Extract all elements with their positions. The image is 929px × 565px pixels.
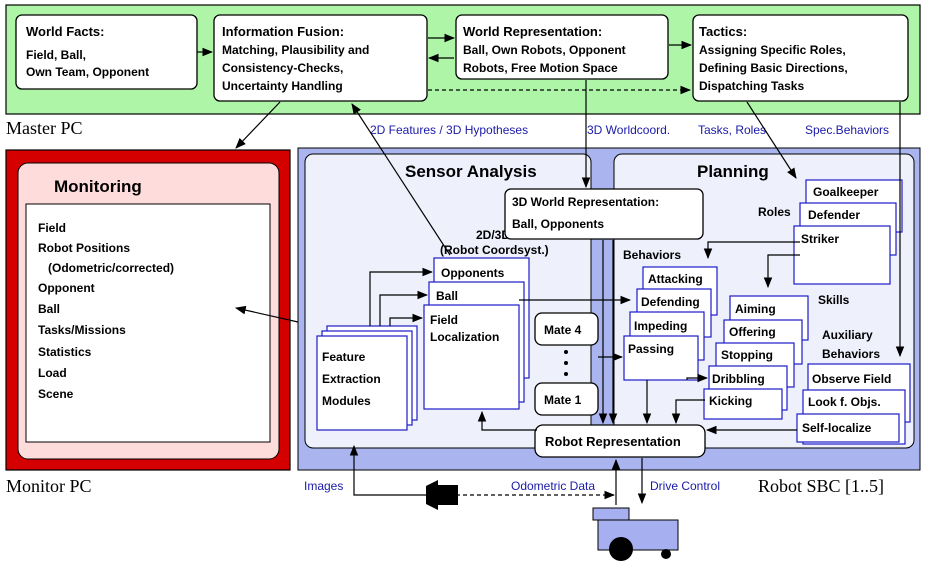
edge-label-features: 2D Features / 3D Hypotheses — [370, 123, 528, 137]
world-representation-box: World Representation: Ball, Own Robots, … — [455, 14, 669, 80]
role-goalkeeper: Goalkeeper — [813, 185, 879, 199]
tactics-line-3: Dispatching Tasks — [699, 79, 804, 93]
mate1-label: Mate 1 — [544, 393, 582, 407]
skill-kicking: Kicking — [709, 394, 752, 408]
information-fusion-title: Information Fusion: — [222, 24, 344, 39]
skill-dribbling: Dribbling — [712, 372, 765, 386]
monitoring-item: Ball — [38, 302, 60, 316]
opponents-label: Opponents — [441, 266, 505, 280]
edge-label-drive: Drive Control — [650, 479, 720, 493]
camera-icon — [426, 480, 458, 510]
skill-aiming: Aiming — [735, 302, 776, 316]
aux-label-1: Auxiliary — [822, 328, 873, 342]
robot-representation-label: Robot Representation — [545, 434, 681, 449]
monitoring-item: Field — [38, 221, 66, 235]
monitoring-list: Field Robot Positions (Odometric/correct… — [38, 221, 174, 401]
monitoring-item: (Odometric/corrected) — [48, 261, 174, 275]
robot-sbc-label: Robot SBC [1..5] — [758, 476, 884, 496]
monitoring-item: Statistics — [38, 345, 92, 359]
edge-label-odometric: Odometric Data — [511, 479, 595, 493]
feature-label-1: Feature — [322, 350, 366, 364]
edge-label-tasks-roles: Tasks, Roles — [698, 123, 766, 137]
field-label-2: Localization — [430, 330, 499, 344]
aux-observe-field: Observe Field — [812, 372, 891, 386]
role-striker: Striker — [801, 232, 839, 246]
world-facts-box: World Facts: Field, Ball, Own Team, Oppo… — [15, 14, 198, 90]
information-fusion-box: Information Fusion: Matching, Plausibili… — [213, 14, 428, 102]
behavior-defending: Defending — [641, 295, 700, 309]
feature-label-3: Modules — [322, 394, 371, 408]
coord-label-2: (Robot Coordsyst.) — [440, 243, 549, 257]
world-facts-line-2: Own Team, Opponent — [26, 65, 149, 79]
role-defender: Defender — [808, 208, 860, 222]
aux-look-objects: Look f. Objs. — [808, 395, 881, 409]
world-representation-line-1: Ball, Own Robots, Opponent — [463, 43, 626, 57]
skills-label: Skills — [818, 293, 850, 307]
information-fusion-line-2: Consistency-Checks, — [222, 61, 343, 75]
world3d-line-1: 3D World Representation: — [512, 195, 659, 209]
world3d-box: 3D World Representation: Ball, Opponents — [504, 188, 704, 240]
world-facts-title: World Facts: — [26, 24, 105, 39]
master-pc-label: Master PC — [6, 118, 83, 138]
behavior-impeding: Impeding — [634, 319, 687, 333]
world3d-line-2: Ball, Opponents — [512, 217, 604, 231]
monitoring-title: Monitoring — [54, 177, 142, 196]
monitoring-item: Tasks/Missions — [38, 323, 126, 337]
tactics-title: Tactics: — [699, 24, 747, 39]
mate4-label: Mate 4 — [544, 323, 582, 337]
planning-title: Planning — [697, 162, 769, 181]
edge-label-worldcoord: 3D Worldcoord. — [587, 123, 670, 137]
information-fusion-line-3: Uncertainty Handling — [222, 79, 343, 93]
monitoring-item: Load — [38, 366, 67, 380]
behavior-attacking: Attacking — [648, 272, 703, 286]
monitoring-item: Robot Positions — [38, 241, 130, 255]
feature-label-2: Extraction — [322, 372, 381, 386]
tactics-box: Tactics: Assigning Specific Roles, Defin… — [692, 14, 909, 102]
monitoring-item: Scene — [38, 387, 74, 401]
aux-label-2: Behaviors — [822, 347, 880, 361]
robot-icon — [592, 507, 679, 561]
edge-label-images: Images — [304, 479, 343, 493]
world-facts-line-1: Field, Ball, — [26, 48, 86, 62]
robot-representation-box: Robot Representation — [534, 424, 706, 458]
behavior-passing: Passing — [628, 342, 674, 356]
tactics-line-1: Assigning Specific Roles, — [699, 43, 846, 57]
ball-label: Ball — [436, 289, 458, 303]
aux-self-localize: Self-localize — [802, 421, 872, 435]
world-representation-title: World Representation: — [463, 24, 602, 39]
information-fusion-line-1: Matching, Plausibility and — [222, 43, 369, 57]
world-representation-line-2: Robots, Free Motion Space — [463, 61, 618, 75]
behaviors-label: Behaviors — [623, 248, 681, 262]
skill-stopping: Stopping — [721, 348, 773, 362]
monitoring-item: Opponent — [38, 281, 95, 295]
sensor-analysis-title: Sensor Analysis — [405, 162, 537, 181]
tactics-line-2: Defining Basic Directions, — [699, 61, 848, 75]
coord-label-1: 2D/3D — [476, 228, 510, 242]
field-label-1: Field — [430, 313, 458, 327]
roles-label: Roles — [758, 205, 791, 219]
monitor-pc-label: Monitor PC — [6, 476, 92, 496]
edge-label-spec-behaviors: Spec.Behaviors — [805, 123, 889, 137]
skill-offering: Offering — [729, 325, 776, 339]
